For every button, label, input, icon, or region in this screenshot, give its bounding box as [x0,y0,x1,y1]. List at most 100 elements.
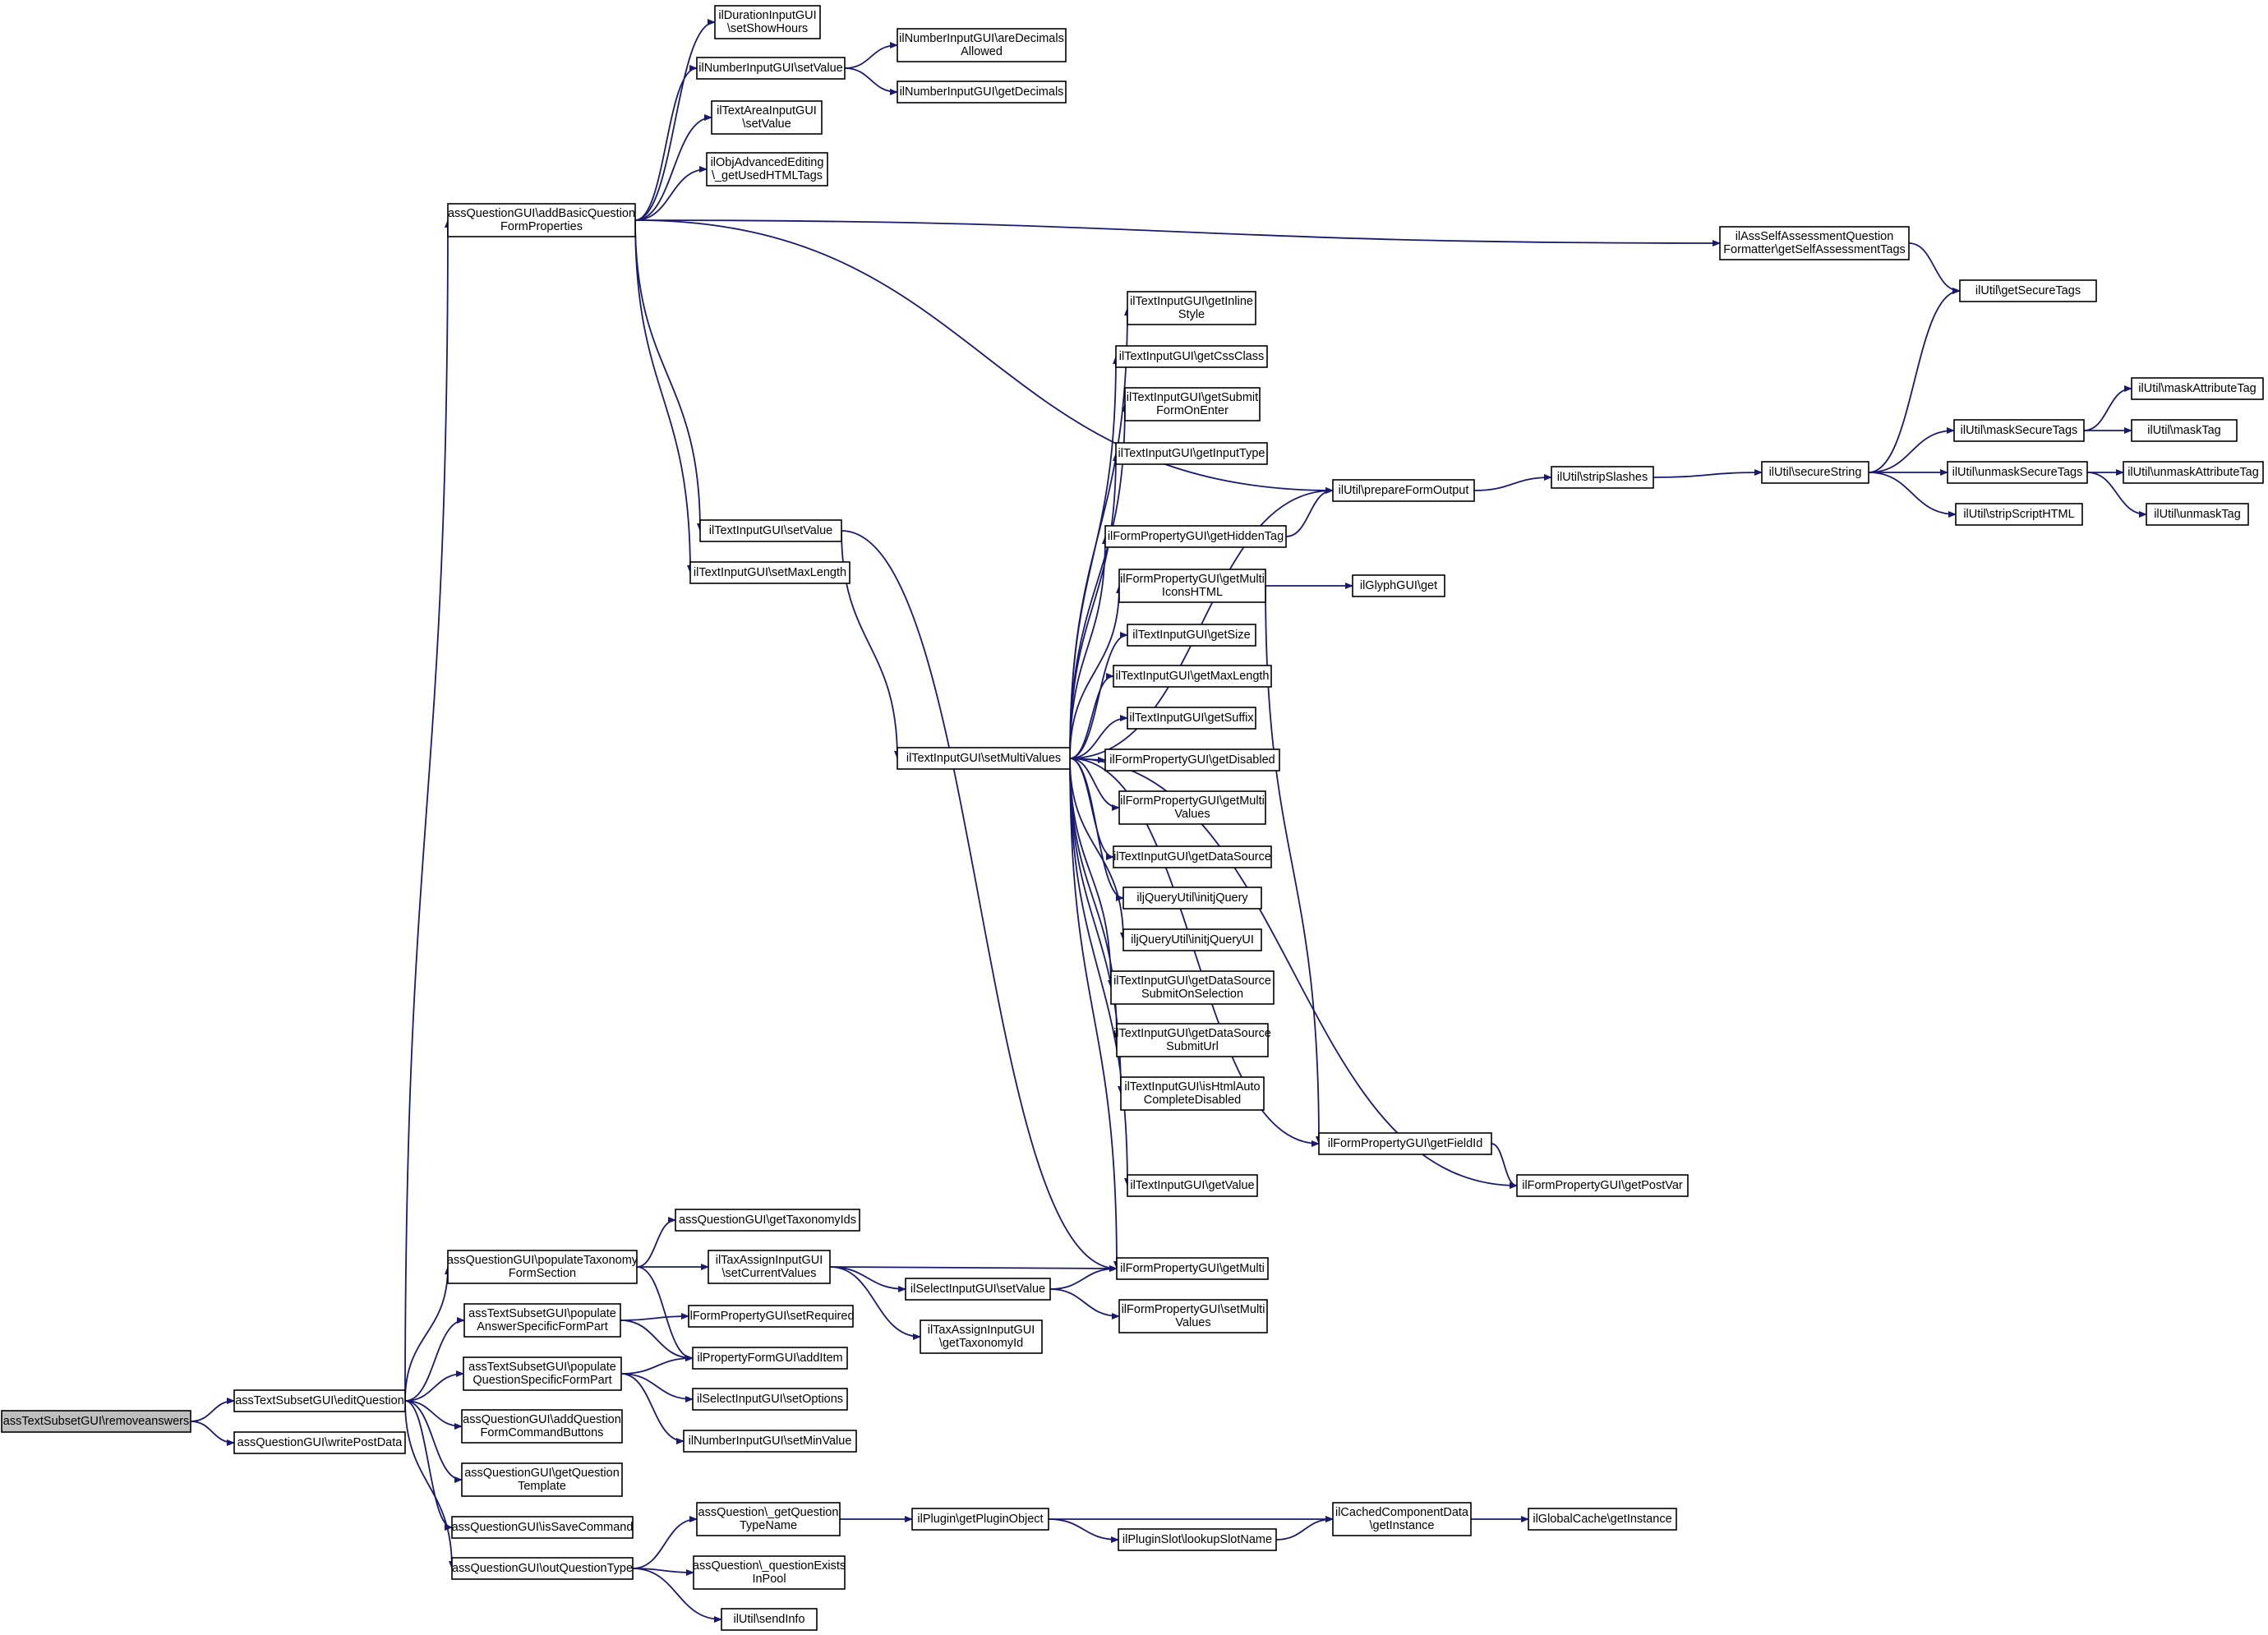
node-getMaxLength[interactable]: ilTextInputGUI\getMaxLength [1113,665,1272,688]
node-addItem[interactable]: ilPropertyFormGUI\addItem [692,1347,848,1370]
edge-stripSlashes-to-secureString [1653,469,1763,478]
edge-textSetMultiValues-to-getPostVar [1069,758,1518,1189]
node-setMultiValuesForm[interactable]: ilFormPropertyGUI\setMultiValues [1118,1299,1268,1333]
node-populateAnswer[interactable]: assTextSubsetGUI\populateAnswerSpecificF… [463,1303,621,1338]
node-getSize[interactable]: ilTextInputGUI\getSize [1127,624,1256,647]
node-box [897,28,1067,62]
edge-numberSetValue-to-getDecimals [844,67,898,95]
edge-outQuestionType-to-sendInfo [632,1568,722,1623]
node-getCssClass[interactable]: ilTextInputGUI\getCssClass [1115,345,1268,368]
node-cachedGetInstance[interactable]: ilCachedComponentData\getInstance [1332,1502,1472,1536]
node-addCommandButtons[interactable]: assQuestionGUI\addQuestionFormCommandBut… [461,1409,623,1444]
node-box [721,1608,818,1631]
node-label: ilTextInputGUI\getMaxLength [1116,670,1270,683]
node-selectSetValue[interactable]: ilSelectInputGUI\setValue [905,1278,1051,1301]
node-box [451,1557,634,1580]
edge-editQuestion-to-outQuestionType [404,1400,455,1569]
node-durationSetShowHours[interactable]: ilDurationInputGUI\setShowHours [714,5,821,39]
node-initjQueryUI[interactable]: iljQueryUtil\initjQueryUI [1122,928,1262,951]
node-getDisabled[interactable]: ilFormPropertyGUI\getDisabled [1104,748,1280,771]
node-label: ilDurationInputGUI [718,9,816,22]
node-maskTag[interactable]: ilUtil\maskTag [2131,419,2238,442]
node-getSuffix[interactable]: ilTextInputGUI\getSuffix [1127,707,1256,730]
node-writePostData[interactable]: assQuestionGUI\writePostData [233,1431,406,1454]
node-maskSecureTags[interactable]: ilUtil\maskSecureTags [1953,419,2085,442]
node-taxGetTaxonomyId[interactable]: ilTaxAssignInputGUI\getTaxonomyId [920,1320,1043,1354]
node-addBasic[interactable]: assQuestionGUI\addBasicQuestionFormPrope… [447,203,636,237]
node-stripScriptHTML[interactable]: ilUtil\stripScriptHTML [1955,503,2083,526]
node-box [1122,928,1262,951]
node-numberSetValue[interactable]: ilNumberInputGUI\setValue [696,57,846,80]
node-box [1959,279,2097,302]
node-objAdvanced[interactable]: ilObjAdvancedEditing\_getUsedHTMLTags [706,152,828,187]
node-setMinValue[interactable]: ilNumberInputGUI\setMinValue [683,1430,857,1453]
node-getPluginObject[interactable]: ilPlugin\getPluginObject [911,1508,1049,1531]
node-getMulti[interactable]: ilFormPropertyGUI\getMulti [1116,1257,1269,1280]
node-textSetMaxLength[interactable]: ilTextInputGUI\setMaxLength [689,561,850,584]
node-label: ilUtil\unmaskAttributeTag [2127,466,2259,479]
node-label: ilUtil\unmaskSecureTags [1952,466,2083,479]
node-getInputType[interactable]: ilTextInputGUI\getInputType [1115,442,1268,465]
node-selfAssessTags[interactable]: ilAssSelfAssessmentQuestionFormatter\get… [1719,226,1910,260]
node-getPostVar[interactable]: ilFormPropertyGUI\getPostVar [1516,1174,1689,1197]
node-sendInfo[interactable]: ilUtil\sendInfo [721,1608,818,1631]
node-label: ilFormPropertyGUI\getPostVar [1522,1179,1683,1192]
node-glyphGet[interactable]: ilGlyphGUI\get [1352,574,1445,597]
node-maskAttributeTag[interactable]: ilUtil\maskAttributeTag [2131,377,2264,400]
node-populateTaxonomy[interactable]: assQuestionGUI\populateTaxonomyFormSecti… [447,1250,638,1284]
node-stripSlashes[interactable]: ilUtil\stripSlashes [1551,466,1654,489]
node-getHiddenTag[interactable]: ilFormPropertyGUI\getHiddenTag [1104,525,1287,548]
node-textAreaSetValue[interactable]: ilTextAreaInputGUI\setValue [711,100,823,135]
node-getSecureTags[interactable]: ilUtil\getSecureTags [1959,279,2097,302]
node-box [1127,707,1256,730]
node-lookupSlotName[interactable]: ilPluginSlot\lookupSlotName [1118,1528,1277,1551]
node-getTaxonomyIds[interactable]: assQuestionGUI\getTaxonomyIds [675,1209,860,1232]
node-outQuestionType[interactable]: assQuestionGUI\outQuestionType [451,1557,634,1580]
node-isHtmlAuto[interactable]: ilTextInputGUI\isHtmlAutoCompleteDisable… [1120,1076,1265,1111]
node-removeanswers[interactable]: assTextSubsetGUI\removeanswers [1,1410,191,1433]
node-box [897,747,1071,770]
node-label: Values [1175,1316,1210,1329]
node-secureString[interactable]: ilUtil\secureString [1761,461,1869,484]
node-editQuestion[interactable]: assTextSubsetGUI\editQuestion [233,1389,406,1412]
node-textSetMultiValues[interactable]: ilTextInputGUI\setMultiValues [897,747,1071,770]
edges-layer [190,19,2147,1623]
edge-addBasic-to-prepareFormOutput [634,219,1334,494]
node-unmaskAttributeTag[interactable]: ilUtil\unmaskAttributeTag [2123,461,2264,484]
node-taxSetCurrentValues[interactable]: ilTaxAssignInputGUI\setCurrentValues [708,1250,831,1284]
node-box [1120,1076,1265,1111]
node-unmaskSecureTags[interactable]: ilUtil\unmaskSecureTags [1947,461,2088,484]
node-textGetValue[interactable]: ilTextInputGUI\getValue [1127,1174,1258,1197]
node-populateQuestion[interactable]: assTextSubsetGUI\populateQuestionSpecifi… [463,1356,622,1391]
node-isSaveCommand[interactable]: assQuestionGUI\isSaveCommand [451,1516,634,1539]
node-label: assQuestionGUI\addQuestion [463,1413,621,1426]
node-getDataSource[interactable]: ilTextInputGUI\getDataSource [1113,845,1272,868]
node-unmaskTag[interactable]: ilUtil\unmaskTag [2146,503,2249,526]
node-label: ilPluginSlot\lookupSlotName [1122,1533,1272,1546]
node-setRequired[interactable]: ilFormPropertyGUI\setRequired [687,1305,855,1328]
node-getDataSourceSubmitOnSelection[interactable]: ilTextInputGUI\getDataSourceSubmitOnSele… [1110,970,1275,1005]
node-initjQuery[interactable]: iljQueryUtil\initjQuery [1122,887,1262,910]
node-box [1332,479,1475,502]
node-box [1118,569,1266,603]
node-textSetValue[interactable]: ilTextInputGUI\setValue [699,519,842,542]
edge-textSetMultiValues-to-getMaxLength [1069,673,1114,759]
node-getDecimals[interactable]: ilNumberInputGUI\getDecimals [897,81,1067,104]
edge-editQuestion-to-populateAnswer [404,1317,465,1402]
node-label: ilPropertyFormGUI\addItem [697,1352,842,1365]
node-box [1955,503,2083,526]
node-label: ilUtil\getSecureTags [1975,284,2081,297]
node-globalCacheGetInstance[interactable]: ilGlobalCache\getInstance [1528,1508,1677,1531]
node-getFieldId[interactable]: ilFormPropertyGUI\getFieldId [1318,1132,1492,1155]
node-setOptions[interactable]: ilSelectInputGUI\setOptions [692,1388,848,1411]
node-prepareFormOutput[interactable]: ilUtil\prepareFormOutput [1332,479,1475,502]
